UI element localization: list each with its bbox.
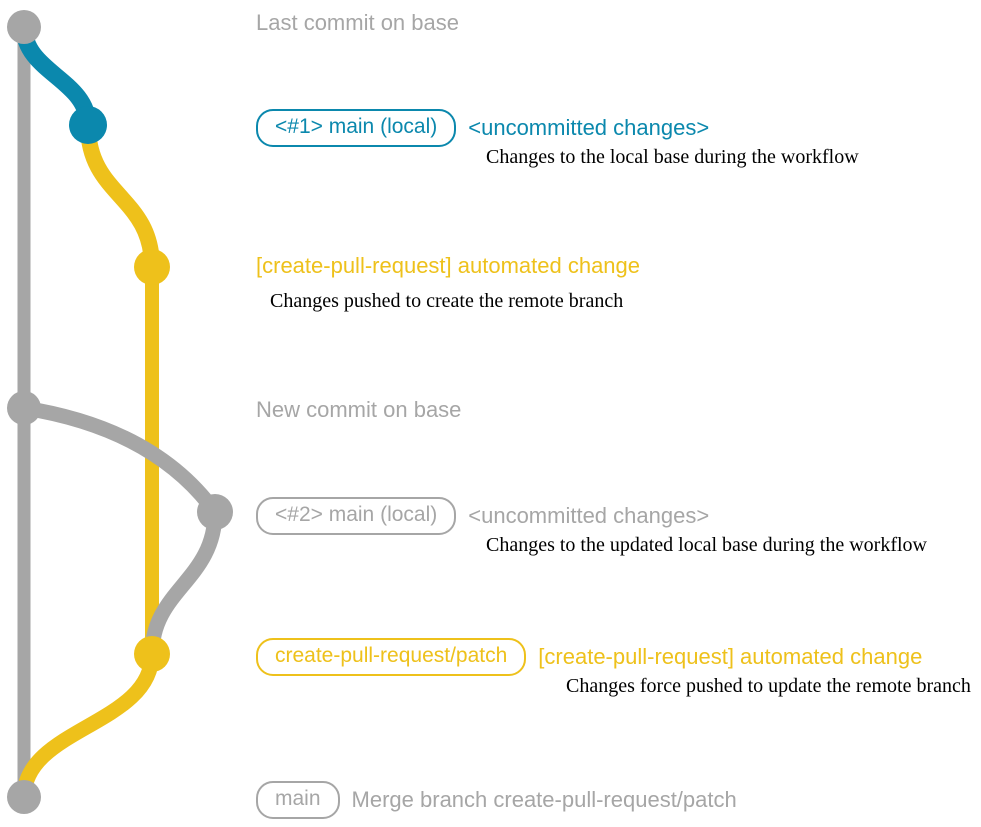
- commit-subject-remote-change-2: [create-pull-request] automated change: [538, 644, 923, 669]
- row-local-change-1: <#1> main (local) <uncommitted changes>: [0, 109, 981, 147]
- branch-badge-main-local-2[interactable]: <#2> main (local): [256, 497, 457, 535]
- commit-description-remote-change-1: Changes pushed to create the remote bran…: [270, 290, 624, 312]
- row-remote-change-2-head: create-pull-request/patch [create-pull-r…: [0, 638, 981, 676]
- commit-subject-local-change-1: <uncommitted changes>: [468, 115, 710, 140]
- branch-badge-create-pull-request-patch[interactable]: create-pull-request/patch: [256, 638, 527, 676]
- row-merge-commit: main Merge branch create-pull-request/pa…: [0, 781, 981, 819]
- row-local-change-1-head: <#1> main (local) <uncommitted changes>: [0, 109, 981, 147]
- branch-badge-main[interactable]: main: [256, 781, 340, 819]
- label-new-commit-on-base: New commit on base: [256, 397, 462, 422]
- commit-description-local-change-1: Changes to the local base during the wor…: [486, 146, 859, 168]
- branch-badge-main-local-1[interactable]: <#1> main (local): [256, 109, 457, 147]
- row-local-change-2-head: <#2> main (local) <uncommitted changes>: [0, 497, 981, 535]
- commit-subject-local-change-2: <uncommitted changes>: [468, 503, 710, 528]
- row-remote-change-2: create-pull-request/patch [create-pull-r…: [0, 638, 981, 676]
- row-local-change-2: <#2> main (local) <uncommitted changes>: [0, 497, 981, 535]
- row-merge-commit-head: main Merge branch create-pull-request/pa…: [0, 781, 981, 819]
- commit-description-remote-change-2: Changes force pushed to update the remot…: [566, 675, 971, 697]
- commit-subject-remote-change-1: [create-pull-request] automated change: [256, 253, 641, 278]
- label-last-commit-on-base: Last commit on base: [256, 10, 459, 35]
- commit-description-local-change-2: Changes to the updated local base during…: [486, 534, 927, 556]
- commit-subject-merge: Merge branch create-pull-request/patch: [351, 787, 737, 812]
